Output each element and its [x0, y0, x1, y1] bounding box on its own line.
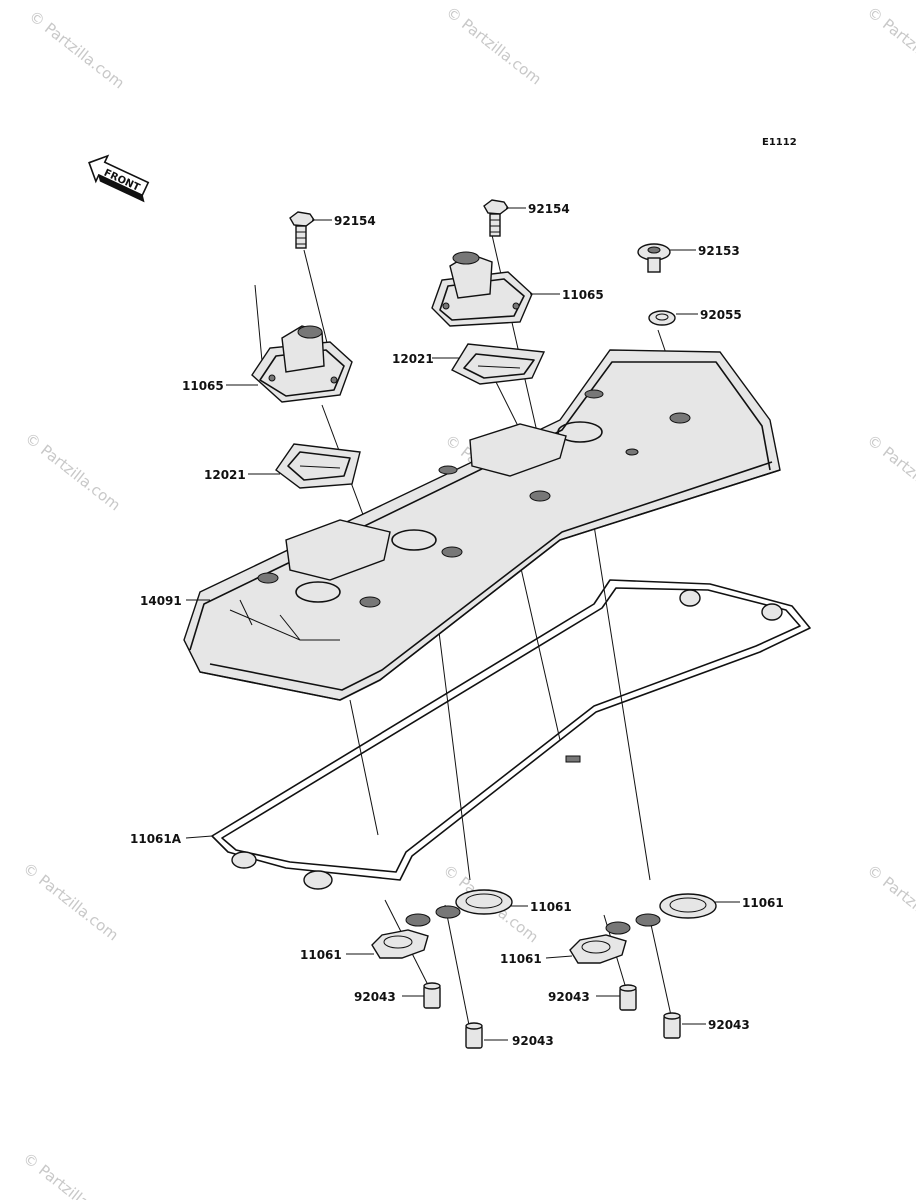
- reed-plate-12021-left: [275, 443, 361, 489]
- plug-gasket-11061-4: [659, 893, 717, 919]
- part-label: 92154: [528, 202, 570, 216]
- plug-gasket-11061-3: [569, 934, 627, 964]
- part-label: 11065: [182, 379, 224, 393]
- part-label: 12021: [204, 468, 246, 482]
- part-label: 11061: [530, 900, 572, 914]
- dowel-92043-3: [619, 984, 637, 1011]
- bolt-92154-right: [483, 199, 509, 237]
- part-label: 11061A: [130, 832, 182, 846]
- part-label: 92043: [354, 990, 396, 1004]
- part-label: 11061: [300, 948, 342, 962]
- callouts: 92154 92154 92153 11065 92055 12021 1106…: [130, 202, 784, 1048]
- watermark: © Partzilla.com: [20, 859, 122, 944]
- bolt-92153: [637, 243, 671, 273]
- watermark: © Partzilla.com: [864, 3, 916, 88]
- part-label: 92154: [334, 214, 376, 228]
- seal-rings-right: [605, 913, 661, 935]
- washer-92055: [648, 310, 676, 326]
- dowel-92043-1: [423, 982, 441, 1009]
- watermark: © Partzilla.com: [864, 431, 916, 516]
- watermark: © Partzilla.com: [22, 429, 124, 514]
- part-label: 11061: [500, 952, 542, 966]
- watermark: © Partzilla.com: [443, 3, 545, 88]
- part-label: 11065: [562, 288, 604, 302]
- part-label: 92043: [708, 1018, 750, 1032]
- dowel-92043-2: [465, 1022, 483, 1049]
- part-label: 92043: [512, 1034, 554, 1048]
- part-label: 92043: [548, 990, 590, 1004]
- seal-rings-left: [405, 905, 461, 927]
- part-label: 92055: [700, 308, 742, 322]
- plug-gasket-11061-1: [371, 929, 429, 959]
- watermark: © Partzilla.com: [864, 861, 916, 946]
- breather-cover-11065-right: [431, 251, 533, 327]
- plug-gasket-11061-2: [455, 889, 513, 915]
- part-label: 92153: [698, 244, 740, 258]
- reed-plate-12021-right: [451, 343, 546, 385]
- dowel-92043-4: [663, 1012, 681, 1039]
- part-label: 14091: [140, 594, 182, 608]
- watermark: © Partzilla.com: [26, 7, 128, 92]
- watermark: © Partzilla.com: [20, 1149, 122, 1200]
- part-label: 12021: [392, 352, 434, 366]
- breather-cover-11065-left: [251, 325, 353, 403]
- head-cover-14091: [183, 349, 781, 701]
- bolt-92154-left: [289, 211, 315, 249]
- part-label: 11061: [742, 896, 784, 910]
- front-arrow-icon: FRONT: [88, 154, 150, 203]
- diagram-code: E1112: [762, 137, 797, 148]
- gasket-11061A: [211, 579, 811, 890]
